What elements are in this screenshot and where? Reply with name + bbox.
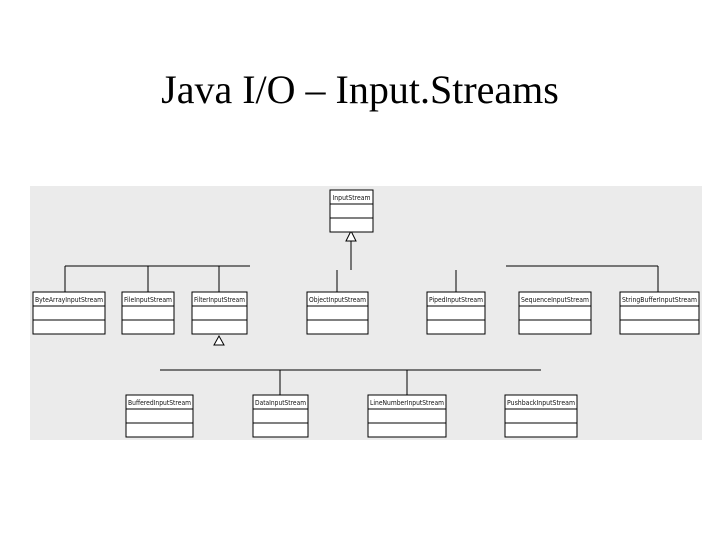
class-name-level2: LineNumberInputStream — [370, 399, 444, 407]
slide-title: Java I/O – Input.Streams — [161, 67, 559, 112]
class-name-level1: StringBufferInputStream — [622, 296, 697, 304]
class-box-pipedinputstream[interactable]: PipedInputStream — [426, 291, 486, 335]
class-name-level1: PipedInputStream — [429, 296, 483, 304]
class-name-level1: ObjectInputStream — [309, 296, 366, 304]
generalization-arrow-root — [345, 229, 357, 242]
class-box-pushbackinputstream[interactable]: PushbackInputStream — [504, 394, 578, 438]
generalization-arrow-filter — [213, 334, 225, 346]
class-name-level1: SequenceInputStream — [521, 296, 589, 304]
class-box-inputstream[interactable]: InputStream — [329, 189, 374, 233]
class-box-bytearrayinputstream[interactable]: ByteArrayInputStream — [32, 291, 106, 335]
class-name-level1: ByteArrayInputStream — [35, 296, 103, 304]
class-box-stringbufferinputstream[interactable]: StringBufferInputStream — [619, 291, 700, 335]
class-box-sequenceinputstream[interactable]: SequenceInputStream — [518, 291, 592, 335]
class-box-fileinputstream[interactable]: FileInputStream — [121, 291, 175, 335]
class-box-linenumberinputstream[interactable]: LineNumberInputStream — [367, 394, 447, 438]
class-box-datainputstream[interactable]: DataInputStream — [252, 394, 309, 438]
connectors-level1 — [64, 229, 659, 294]
class-name-level1: FilterInputStream — [194, 296, 245, 304]
class-name-level2: PushbackInputStream — [507, 399, 575, 407]
class-box-bufferedinputstream[interactable]: BufferedInputStream — [125, 394, 194, 438]
class-box-objectinputstream[interactable]: ObjectInputStream — [306, 291, 369, 335]
class-name-level2: BufferedInputStream — [128, 399, 191, 407]
class-box-filterinputstream[interactable]: FilterInputStream — [191, 291, 248, 335]
class-name-level1: FileInputStream — [124, 296, 172, 304]
connectors-level2 — [160, 334, 541, 396]
class-name-level2: DataInputStream — [255, 399, 306, 407]
class-name-root: InputStream — [333, 194, 371, 202]
